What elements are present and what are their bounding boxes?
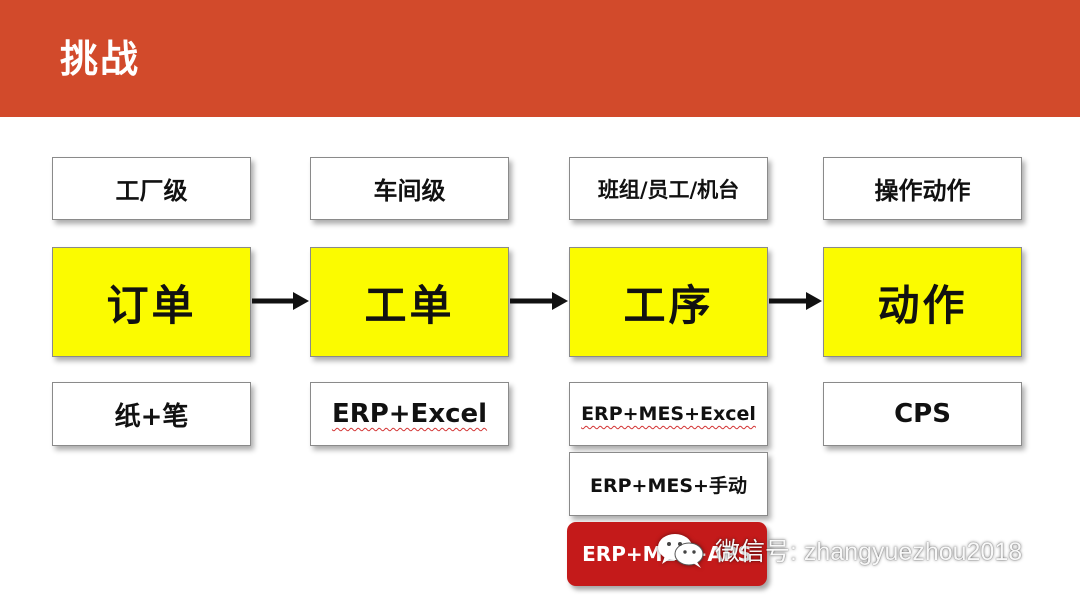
stage-process: 工序 bbox=[569, 247, 768, 357]
flow-arrow-2 bbox=[510, 292, 568, 310]
stage-order: 订单 bbox=[52, 247, 251, 357]
tool-operation: CPS bbox=[823, 382, 1022, 446]
level-workshop: 车间级 bbox=[310, 157, 509, 220]
tool-team-2-label: ERP+MES+手动 bbox=[590, 474, 747, 497]
tool-operation-label: CPS bbox=[894, 399, 951, 429]
flow-arrow-1 bbox=[252, 292, 309, 310]
stage-work-order: 工单 bbox=[310, 247, 509, 357]
title-bar: 挑战 bbox=[0, 0, 1080, 117]
wechat-icon bbox=[658, 534, 704, 568]
watermark: 微信号: zhangyuezhou2018 bbox=[655, 528, 1022, 572]
tool-workshop: ERP+Excel bbox=[310, 382, 509, 446]
tool-factory-label: 纸+笔 bbox=[114, 401, 189, 432]
stage-action: 动作 bbox=[823, 247, 1022, 357]
watermark-text: 微信号: zhangyuezhou2018 bbox=[715, 538, 1023, 566]
tool-factory: 纸+笔 bbox=[52, 382, 251, 446]
level-factory: 工厂级 bbox=[52, 157, 251, 220]
level-team: 班组/员工/机台 bbox=[569, 157, 768, 220]
slide-title: 挑战 bbox=[60, 37, 141, 81]
tool-workshop-label: ERP+Excel bbox=[331, 399, 488, 429]
tool-team-1: ERP+MES+Excel bbox=[569, 382, 768, 446]
flow-arrow-3 bbox=[769, 292, 822, 310]
level-operation: 操作动作 bbox=[823, 157, 1022, 220]
tool-team-1-label: ERP+MES+Excel bbox=[581, 403, 756, 425]
tool-team-2: ERP+MES+手动 bbox=[569, 452, 768, 516]
